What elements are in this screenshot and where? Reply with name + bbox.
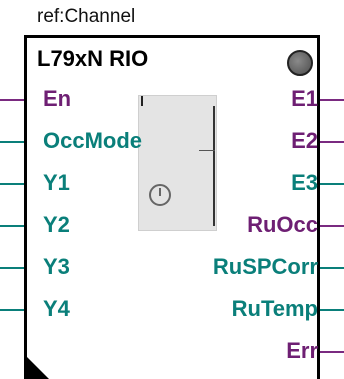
output-label-e3: E3: [291, 170, 318, 196]
output-pin-ruocc[interactable]: [320, 225, 344, 227]
block-graphic: [138, 95, 217, 231]
output-label-rutemp: RuTemp: [232, 296, 318, 322]
output-pin-e1[interactable]: [320, 99, 344, 101]
output-label-err: Err: [286, 338, 318, 364]
output-pin-e3[interactable]: [320, 183, 344, 185]
block-title: L79xN RIO: [37, 46, 148, 72]
input-pin-y1[interactable]: [0, 183, 24, 185]
output-label-ruspcorr: RuSPCorr: [213, 254, 318, 280]
knob-icon: [149, 184, 171, 206]
input-label-en: En: [43, 86, 71, 112]
reference-label: ref:Channel: [37, 6, 135, 28]
corner-marker-icon: [27, 357, 49, 379]
input-pin-y2[interactable]: [0, 225, 24, 227]
output-label-ruocc: RuOcc: [247, 212, 318, 238]
input-pin-en[interactable]: [0, 99, 24, 101]
output-label-e1: E1: [291, 86, 318, 112]
input-label-y3: Y3: [43, 254, 70, 280]
output-pin-e2[interactable]: [320, 141, 344, 143]
output-pin-err[interactable]: [320, 351, 344, 353]
input-label-y2: Y2: [43, 212, 70, 238]
output-pin-ruspcorr[interactable]: [320, 267, 344, 269]
input-label-occmode: OccMode: [43, 128, 142, 154]
input-label-y4: Y4: [43, 296, 70, 322]
output-pin-rutemp[interactable]: [320, 309, 344, 311]
status-led-icon: [287, 50, 313, 76]
input-pin-y3[interactable]: [0, 267, 24, 269]
input-pin-y4[interactable]: [0, 309, 24, 311]
output-label-e2: E2: [291, 128, 318, 154]
input-label-y1: Y1: [43, 170, 70, 196]
input-pin-occmode[interactable]: [0, 141, 24, 143]
